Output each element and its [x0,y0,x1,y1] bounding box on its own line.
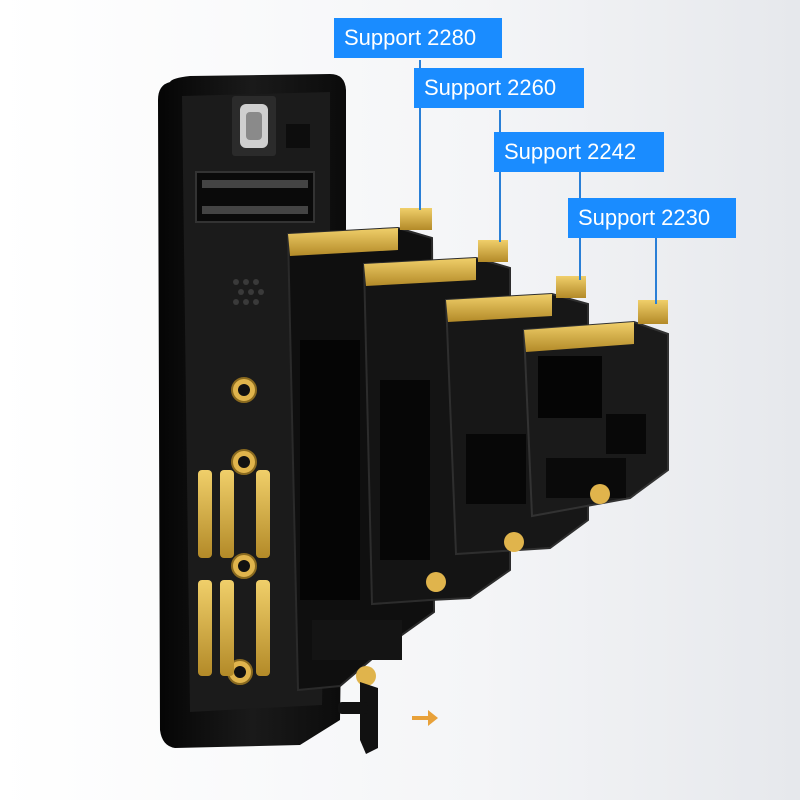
label-support-2260: Support 2260 [414,68,584,108]
screw-clip [338,682,378,754]
label-support-2280: Support 2280 [334,18,502,58]
label-support-2242: Support 2242 [494,132,664,172]
label-support-2230: Support 2230 [568,198,736,238]
ssd-2230 [522,300,669,518]
arrow-icon [412,710,438,726]
